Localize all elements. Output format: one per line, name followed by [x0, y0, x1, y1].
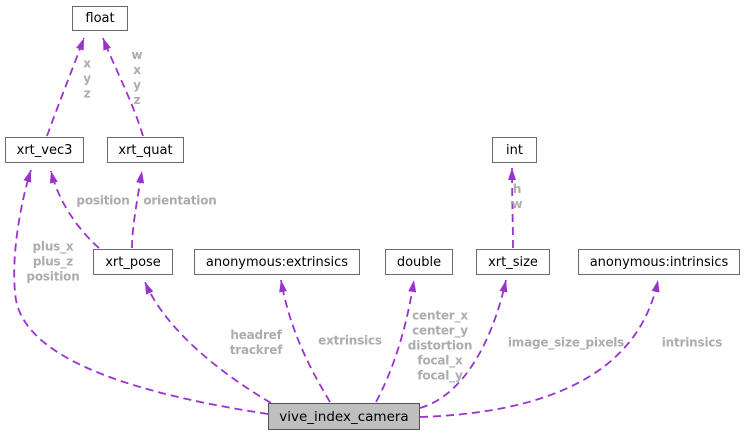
edge-pose-to-vec3-position	[49, 170, 100, 249]
edge-size-to-int	[508, 167, 517, 249]
node-int[interactable]: int	[492, 137, 537, 163]
node-vive-index-camera[interactable]: vive_index_camera	[268, 403, 420, 430]
node-xrt-vec3[interactable]: xrt_vec3	[5, 137, 84, 163]
edge-vive-to-extrinsics	[279, 279, 331, 403]
node-anonymous-intrinsics[interactable]: anonymous:intrinsics	[578, 249, 740, 275]
edge-vive-to-intrinsics	[419, 279, 660, 418]
edge-vive-to-double-params	[375, 279, 417, 403]
node-anonymous-extrinsics[interactable]: anonymous:extrinsics	[194, 249, 360, 275]
node-xrt-pose[interactable]: xrt_pose	[93, 249, 173, 275]
node-float[interactable]: float	[72, 6, 128, 31]
node-xrt-size[interactable]: xrt_size	[476, 249, 550, 275]
edge-vec3-to-float	[46, 37, 85, 137]
node-xrt-quat[interactable]: xrt_quat	[107, 137, 184, 163]
edge-vive-to-pose-refs	[144, 281, 272, 404]
node-double[interactable]: double	[385, 249, 453, 275]
edge-vive-to-size	[419, 279, 508, 409]
edge-pose-to-quat-orientation	[131, 170, 145, 249]
edge-quat-to-float	[102, 37, 144, 137]
edge-vive-to-vec3-plus	[13, 169, 269, 415]
